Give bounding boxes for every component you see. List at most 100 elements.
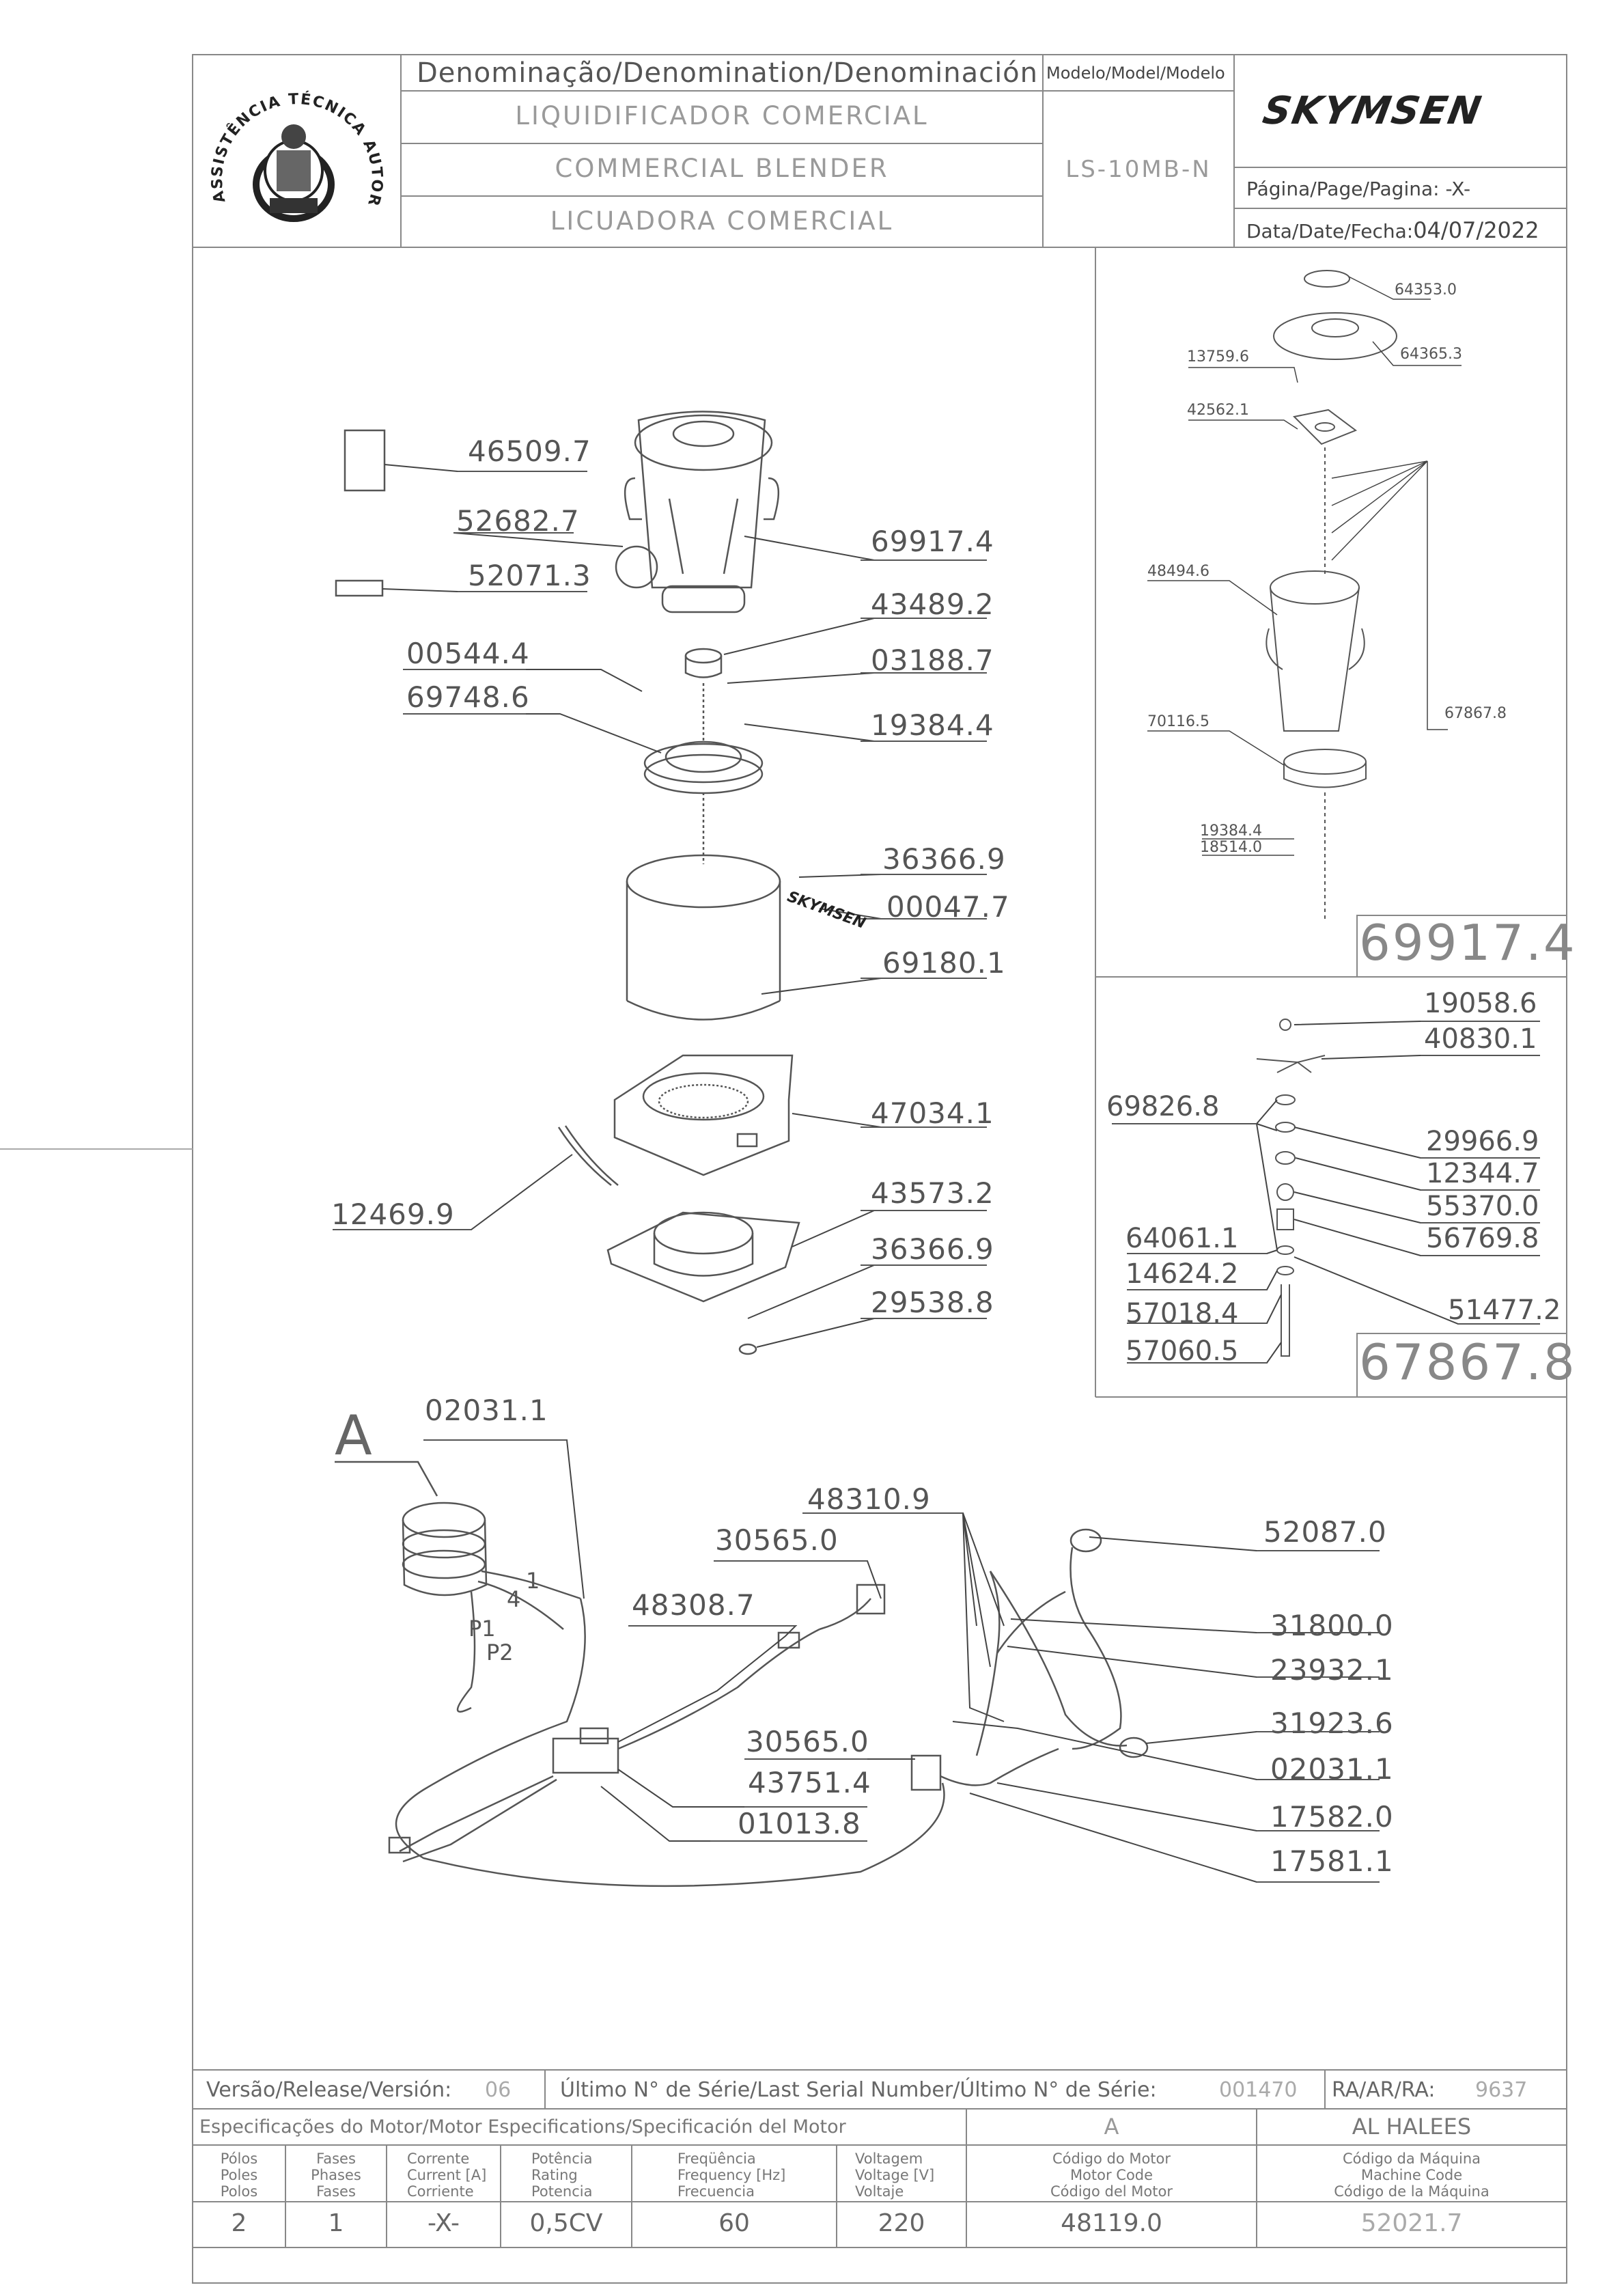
spec-header-line: Machine Code bbox=[1360, 2167, 1463, 2183]
page-value: -X- bbox=[1445, 178, 1471, 200]
part-number: 36366.9 bbox=[882, 842, 1006, 876]
spec-header-line: Código del Motor bbox=[1050, 2183, 1173, 2200]
spec-value-voltage: 220 bbox=[878, 2209, 925, 2237]
part-number: 48310.9 bbox=[807, 1482, 931, 1516]
svg-text:ASSISTÊNCIA TÉCNICA AUTORIZADA: ASSISTÊNCIA TÉCNICA AUTORIZADA bbox=[205, 65, 385, 209]
blade-assembly-code: 67867.8 bbox=[1359, 1333, 1577, 1391]
part-number: 02031.1 bbox=[425, 1394, 548, 1427]
product-name-pt: LIQUIDIFICADOR COMERCIAL bbox=[515, 101, 929, 130]
motor-spec-title: Especificações do Motor/Motor Especifica… bbox=[199, 2116, 846, 2138]
part-number: 48308.7 bbox=[632, 1588, 755, 1622]
part-number: 13759.6 bbox=[1187, 348, 1249, 365]
part-number: 52087.0 bbox=[1263, 1515, 1387, 1549]
part-number: 69748.6 bbox=[406, 680, 530, 714]
spec-header-line: Código da Máquina bbox=[1342, 2150, 1481, 2167]
part-number: 48494.6 bbox=[1147, 563, 1209, 580]
date-label: Data/Date/Fecha: bbox=[1246, 220, 1414, 243]
part-number: 14624.2 bbox=[1125, 1258, 1239, 1290]
version-value: 06 bbox=[485, 2078, 512, 2102]
spec-header-line: Voltage [V] bbox=[855, 2167, 935, 2183]
part-number: 23932.1 bbox=[1270, 1653, 1394, 1687]
part-number: 52682.7 bbox=[456, 504, 580, 538]
part-number: 57060.5 bbox=[1125, 1336, 1239, 1367]
part-number: 02031.1 bbox=[1270, 1752, 1394, 1786]
part-number: 00047.7 bbox=[886, 890, 1010, 924]
model-value: LS-10MB-N bbox=[1065, 156, 1212, 183]
part-number: 43489.2 bbox=[871, 587, 994, 621]
spec-header-line: Potência bbox=[531, 2150, 593, 2167]
part-number: 12469.9 bbox=[331, 1198, 455, 1231]
spec-value-phases: 1 bbox=[328, 2209, 344, 2237]
spec-header-line: Potencia bbox=[531, 2183, 593, 2200]
serial-label: Último N° de Série/Last Serial Number/Úl… bbox=[560, 2078, 1157, 2102]
wire-label: 4 bbox=[507, 1586, 521, 1612]
part-number: 12344.7 bbox=[1426, 1158, 1539, 1189]
spec-value-frequency: 60 bbox=[718, 2209, 750, 2237]
serial-value: 001470 bbox=[1219, 2078, 1298, 2102]
product-name-en: COMMERCIAL BLENDER bbox=[555, 154, 889, 183]
part-number: 29966.9 bbox=[1426, 1126, 1539, 1157]
spec-value-motor-code: 48119.0 bbox=[1061, 2209, 1162, 2237]
part-number: 64365.3 bbox=[1400, 346, 1462, 363]
part-number: 42562.1 bbox=[1187, 402, 1249, 419]
part-number: 52071.3 bbox=[468, 559, 591, 592]
part-number: 31923.6 bbox=[1270, 1706, 1394, 1740]
spec-value-machine-code: 52021.7 bbox=[1360, 2209, 1463, 2237]
spec-header-line: Corrente bbox=[407, 2150, 470, 2167]
part-number: 30565.0 bbox=[746, 1725, 869, 1758]
part-number: 19384.4 bbox=[871, 708, 994, 742]
cup-assembly-code: 69917.4 bbox=[1359, 914, 1577, 971]
part-number: 46509.7 bbox=[468, 434, 591, 468]
part-number: 17581.1 bbox=[1270, 1844, 1394, 1878]
part-number: 51477.2 bbox=[1448, 1295, 1561, 1326]
part-number: 69826.8 bbox=[1106, 1091, 1220, 1122]
part-number: 00544.4 bbox=[406, 637, 530, 670]
part-number: 03188.7 bbox=[871, 644, 994, 677]
part-number: 36366.9 bbox=[871, 1232, 994, 1266]
spec-header-line: Phases bbox=[311, 2167, 361, 2183]
ra-label: RA/AR/RA: bbox=[1332, 2078, 1436, 2102]
part-number: 67867.8 bbox=[1444, 705, 1507, 722]
part-number: 40830.1 bbox=[1424, 1023, 1537, 1055]
spec-header-line: Voltaje bbox=[855, 2183, 904, 2200]
motor-letter: A bbox=[1104, 2114, 1119, 2140]
version-label: Versão/Release/Versión: bbox=[206, 2078, 452, 2102]
motor-callout-letter: A bbox=[335, 1404, 372, 1467]
date-info: Data/Date/Fecha:04/07/2022 bbox=[1246, 217, 1539, 243]
part-number: 19384.4 bbox=[1200, 822, 1262, 840]
spec-header-line: Fases bbox=[316, 2183, 356, 2200]
customer-name: AL HALEES bbox=[1352, 2114, 1472, 2140]
part-number: 69917.4 bbox=[871, 525, 994, 558]
date-value: 04/07/2022 bbox=[1413, 217, 1539, 243]
spec-header-line: Código do Motor bbox=[1052, 2150, 1171, 2167]
model-label: Modelo/Model/Modelo bbox=[1046, 64, 1225, 83]
spec-value-rating: 0,5CV bbox=[529, 2209, 603, 2237]
part-number: 01013.8 bbox=[738, 1807, 861, 1840]
part-number: 64061.1 bbox=[1125, 1223, 1239, 1254]
part-number: 69180.1 bbox=[882, 946, 1006, 980]
part-number: 17582.0 bbox=[1270, 1800, 1394, 1834]
spec-header-line: Voltagem bbox=[855, 2150, 923, 2167]
ra-value: 9637 bbox=[1475, 2078, 1528, 2102]
part-number: 29538.8 bbox=[871, 1286, 994, 1319]
spec-header-line: Current [A] bbox=[407, 2167, 487, 2183]
part-number: 31800.0 bbox=[1270, 1609, 1394, 1642]
spec-header-line: Pólos bbox=[220, 2150, 258, 2167]
spec-header-line: Código de la Máquina bbox=[1334, 2183, 1490, 2200]
part-number: 18514.0 bbox=[1200, 839, 1262, 856]
wire-label: 1 bbox=[526, 1568, 540, 1594]
part-number: 70116.5 bbox=[1147, 713, 1209, 730]
spec-header-line: Frequency [Hz] bbox=[677, 2167, 786, 2183]
spec-value-current: -X- bbox=[427, 2209, 460, 2237]
page-label: Página/Page/Pagina: bbox=[1246, 178, 1446, 200]
spec-header-line: Rating bbox=[531, 2167, 578, 2183]
part-number: 43573.2 bbox=[871, 1176, 994, 1210]
spec-value-poles: 2 bbox=[231, 2209, 247, 2237]
page-info: Página/Page/Pagina: -X- bbox=[1246, 178, 1470, 200]
